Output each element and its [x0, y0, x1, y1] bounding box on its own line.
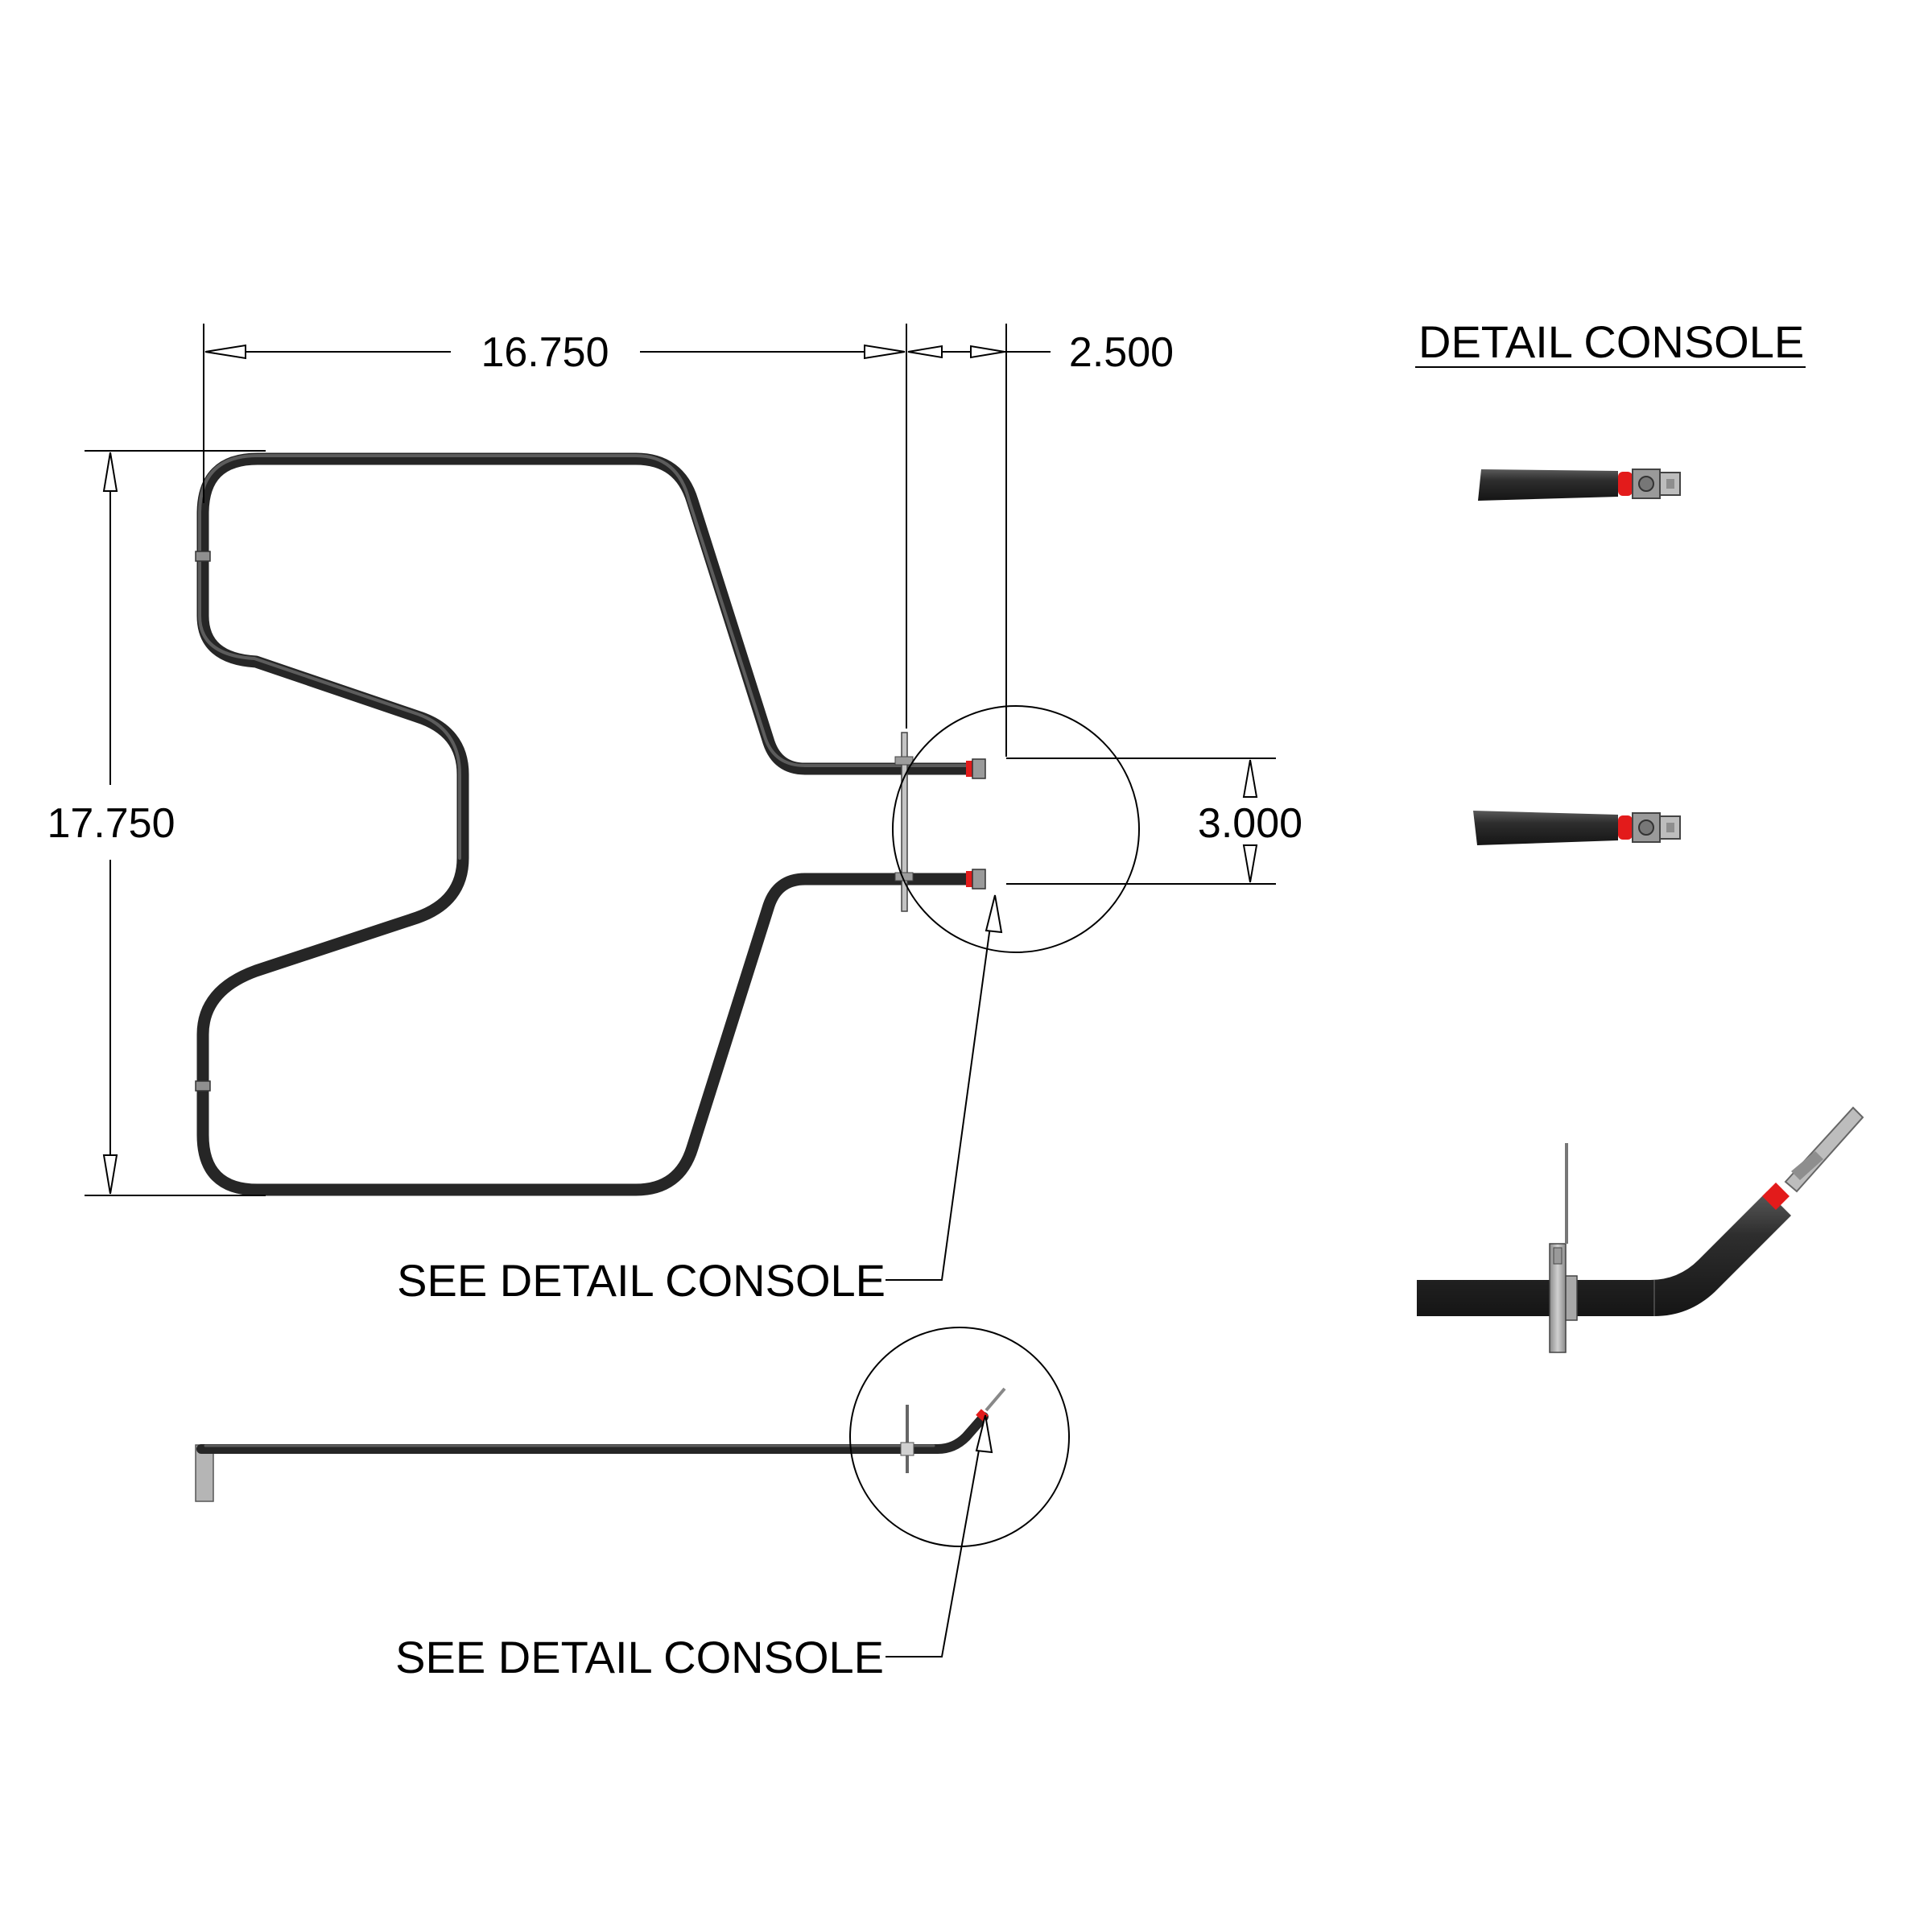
side-terminal [985, 1387, 1006, 1412]
dim-height: 17.750 [47, 800, 175, 847]
detail-circle [892, 705, 1140, 953]
side-rod [196, 1412, 989, 1454]
rivet [1638, 476, 1654, 492]
see-detail-label-top: SEE DETAIL CONSOLE [397, 1255, 886, 1306]
dim-arrow [102, 452, 118, 492]
leader-line [886, 1422, 985, 1657]
detail-title: DETAIL CONSOLE [1418, 316, 1804, 367]
insulator [1618, 815, 1633, 840]
leader-arrow [985, 894, 1003, 934]
retaining-clip [195, 551, 211, 562]
detail-terminal-2 [1473, 811, 1681, 845]
retaining-clip [195, 1080, 211, 1092]
element-top-view [195, 452, 986, 1196]
bracket-tab [894, 756, 914, 766]
detail-circle [849, 1327, 1070, 1547]
terminal-lower [966, 869, 986, 890]
leader-line [886, 902, 994, 1281]
dim-width: 16.750 [481, 329, 609, 376]
dimension-lines [85, 324, 1276, 1196]
mounting-bracket [901, 732, 908, 912]
detail-callout-top [886, 705, 1140, 1281]
rivet [1638, 819, 1654, 836]
terminal-upper [966, 758, 986, 779]
insulator [1762, 1183, 1790, 1210]
element-rod [196, 452, 985, 1196]
element-rod-highlight [198, 454, 976, 860]
detail-side-bend [1417, 1106, 1864, 1353]
leader-arrow [975, 1414, 993, 1454]
dim-terminal-spacing: 3.000 [1198, 800, 1302, 847]
element-side-view [195, 1387, 1006, 1502]
dim-arrow [864, 344, 906, 360]
dim-terminal-extension: 2.500 [1069, 329, 1174, 376]
dim-arrow [907, 345, 943, 359]
detail-terminal-1 [1478, 469, 1681, 501]
detail-callout-side [849, 1327, 1070, 1657]
dim-arrow [1242, 759, 1258, 798]
see-detail-label-side: SEE DETAIL CONSOLE [395, 1632, 884, 1682]
dim-arrow [1242, 844, 1258, 883]
dim-arrow [970, 345, 1005, 359]
dim-arrow [102, 1154, 118, 1195]
insulator [1618, 472, 1633, 496]
dim-arrow [204, 344, 246, 360]
spade-terminal [1784, 1106, 1864, 1193]
